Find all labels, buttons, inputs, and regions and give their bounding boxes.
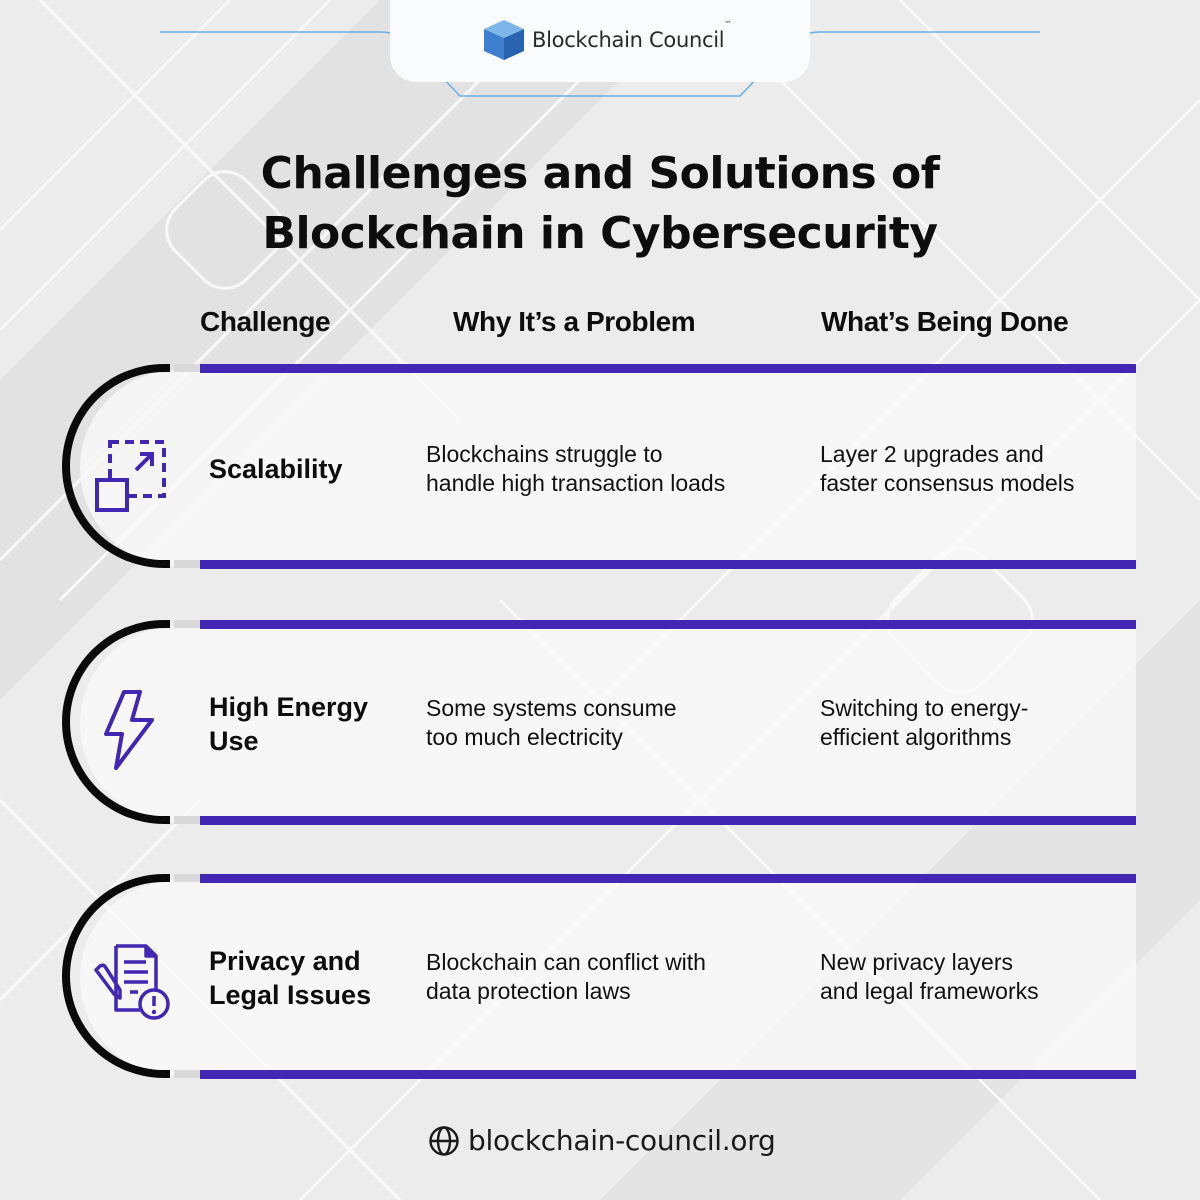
page-title: Challenges and Solutions of Blockchain i… (260, 148, 940, 259)
blue-cube-icon (484, 20, 524, 60)
header-bar: Blockchain Council™ (390, 0, 810, 82)
document-warning-icon (94, 944, 170, 1020)
globe-icon (429, 1125, 459, 1156)
footer-website[interactable]: blockchain-council.org (428, 1124, 776, 1157)
row-divider (200, 1070, 1136, 1079)
column-header-challenge: Challenge (200, 306, 331, 337)
row-divider (200, 560, 1136, 569)
row-divider (200, 620, 1136, 629)
row-divider (200, 816, 1136, 825)
column-header-why: Why It’s a Problem (453, 306, 696, 337)
website-link[interactable]: blockchain-council.org (468, 1124, 776, 1157)
challenge-label: Scalability (209, 454, 343, 484)
lightning-bolt-icon (104, 690, 154, 770)
row-divider (200, 874, 1136, 883)
brand-name: Blockchain Council™ (532, 20, 731, 52)
scalability-icon (95, 440, 166, 512)
row-divider (200, 364, 1136, 373)
brand-logo[interactable]: Blockchain Council™ (482, 18, 731, 62)
column-header-done: What’s Being Done (821, 306, 1069, 337)
solution-text: Switching to energy-efficient algorithms (820, 695, 1029, 750)
